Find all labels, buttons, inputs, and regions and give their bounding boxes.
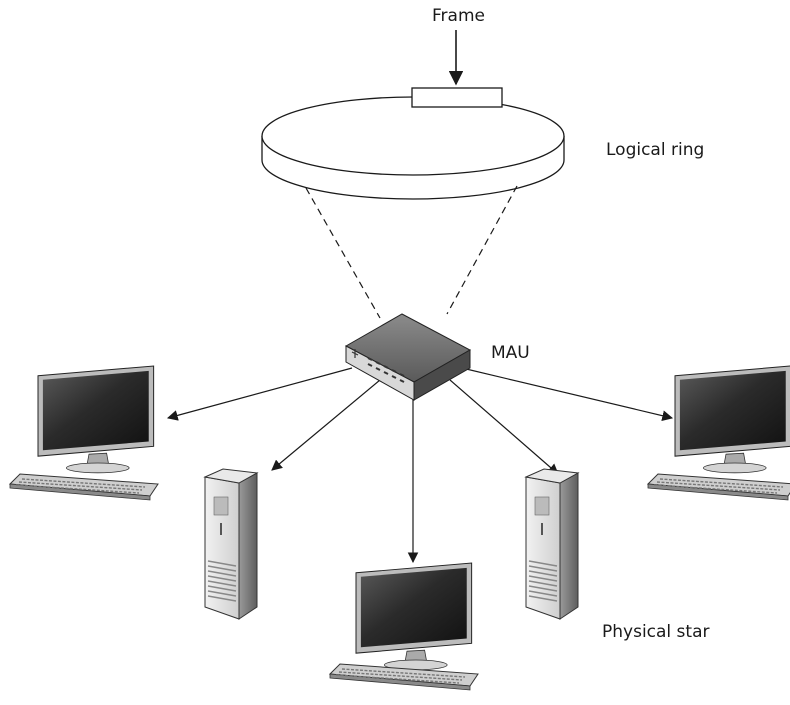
keyboard-icon bbox=[9, 473, 159, 501]
mau-hub-icon bbox=[344, 313, 472, 401]
frame-label: Frame bbox=[432, 6, 485, 26]
star-links bbox=[166, 367, 674, 564]
logical-ring bbox=[261, 96, 565, 200]
computer-bottom bbox=[329, 562, 479, 691]
tower-pc-icon-right bbox=[525, 468, 579, 620]
frame-block bbox=[411, 87, 503, 108]
mau-label: MAU bbox=[491, 343, 530, 363]
tower-pc-icon-left bbox=[204, 468, 258, 620]
computer-left bbox=[9, 365, 159, 501]
computer-right bbox=[647, 365, 790, 501]
physical-star-label: Physical star bbox=[602, 622, 710, 642]
monitor-icon bbox=[37, 365, 155, 474]
monitor-icon bbox=[674, 365, 790, 474]
logical-ring-label: Logical ring bbox=[606, 140, 705, 160]
ring-projection-right bbox=[446, 185, 518, 315]
monitor-icon bbox=[355, 562, 473, 671]
keyboard-icon bbox=[647, 473, 790, 501]
ring-projection-left bbox=[305, 187, 381, 319]
